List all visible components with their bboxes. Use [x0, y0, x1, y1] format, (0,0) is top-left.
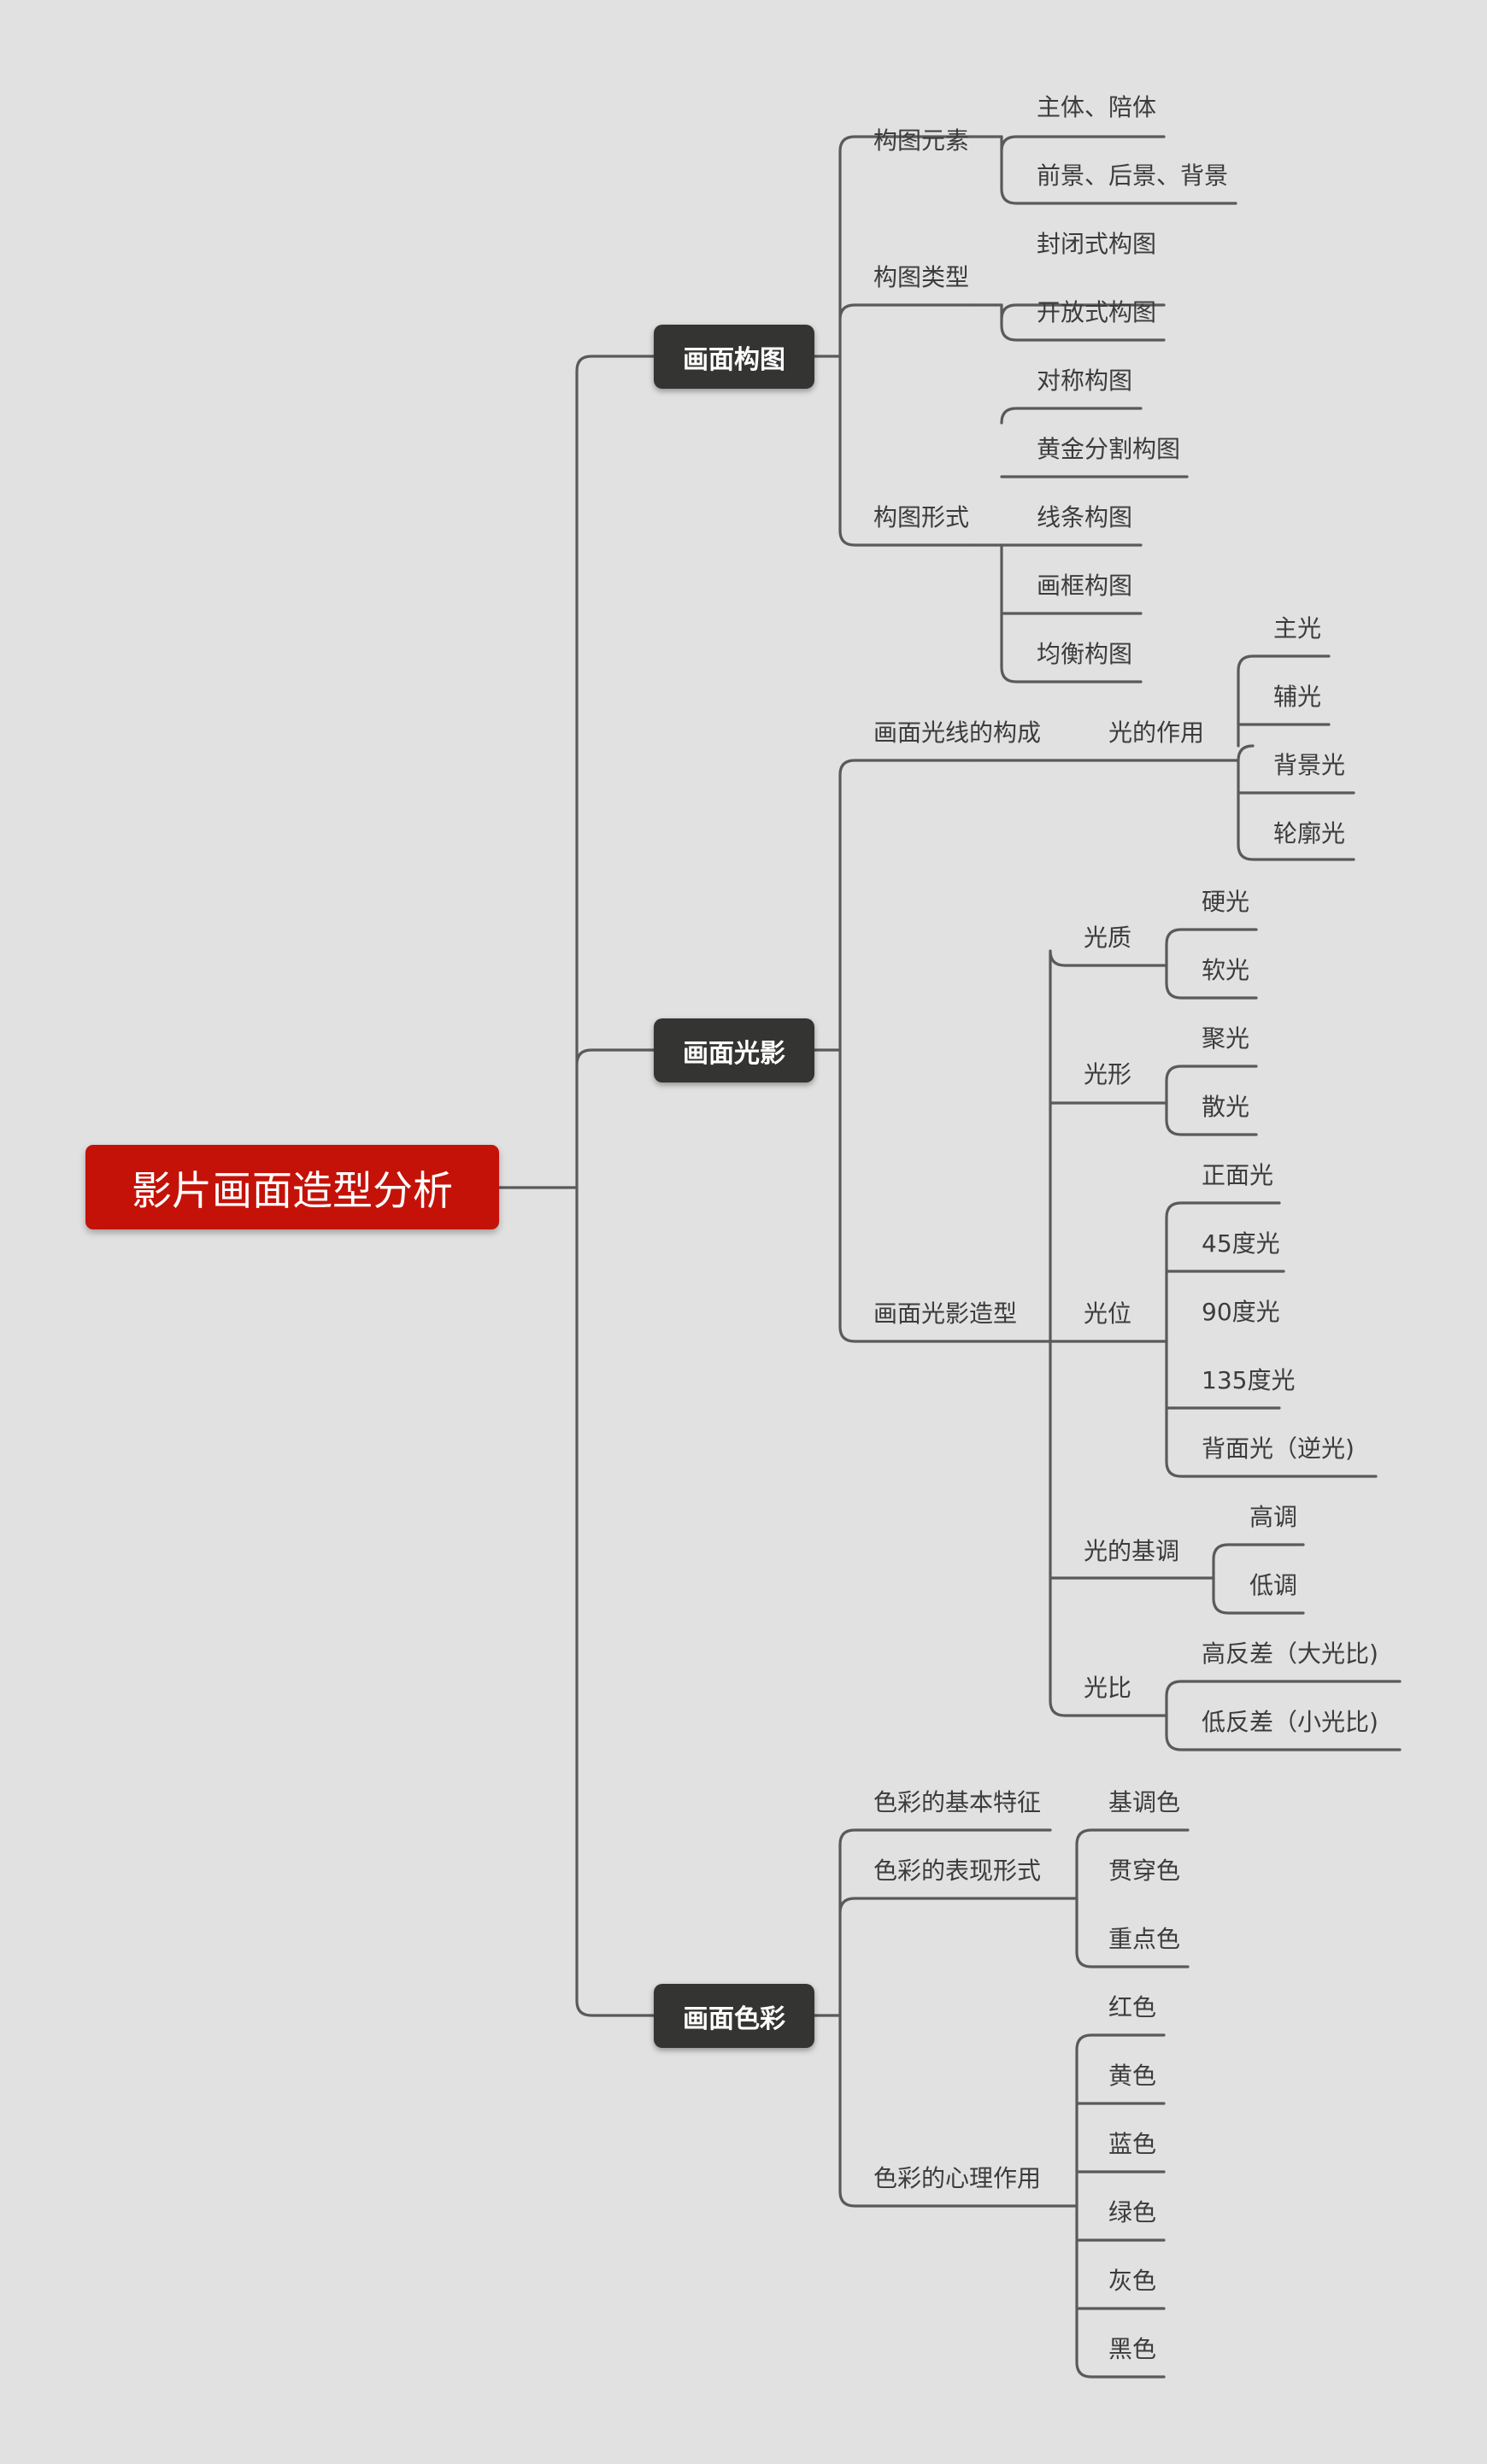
node-gray[interactable]: 灰色	[1108, 2267, 1157, 2295]
branch-composition[interactable]: 画面构图	[654, 325, 814, 389]
node-green[interactable]: 绿色	[1108, 2198, 1157, 2226]
connector-color-children	[838, 1828, 1079, 2208]
node-light-structure[interactable]: 画面光线的构成	[873, 719, 1042, 747]
connector-types	[1000, 303, 1166, 342]
node-golden-ratio[interactable]: 黄金分割构图	[1037, 435, 1181, 463]
node-symmetric[interactable]: 对称构图	[1037, 367, 1133, 395]
node-key-color[interactable]: 基调色	[1108, 1788, 1181, 1816]
connector-tone	[1212, 1543, 1305, 1615]
node-balanced-composition[interactable]: 均衡构图	[1037, 640, 1133, 668]
node-composition-types[interactable]: 构图类型	[873, 263, 970, 291]
connector-forms	[1000, 407, 1189, 683]
node-color-features[interactable]: 色彩的基本特征	[873, 1788, 1042, 1816]
node-subject[interactable]: 主体、陪体	[1037, 93, 1157, 121]
node-light-position[interactable]: 光位	[1084, 1299, 1132, 1328]
node-composition-elements[interactable]: 构图元素	[873, 126, 970, 155]
node-90-degree-light[interactable]: 90度光	[1202, 1298, 1280, 1326]
node-open-composition[interactable]: 开放式构图	[1037, 298, 1157, 326]
node-high-contrast[interactable]: 高反差（大光比)	[1202, 1640, 1378, 1668]
connector-composition-children	[838, 135, 971, 547]
connector-elements	[1000, 135, 1237, 205]
node-fill-light[interactable]: 辅光	[1273, 683, 1322, 711]
connector-light-shaping	[1049, 949, 1215, 1717]
node-composition-forms[interactable]: 构图形式	[873, 503, 970, 531]
node-light-quality[interactable]: 光质	[1084, 924, 1132, 952]
node-line-composition[interactable]: 线条构图	[1037, 503, 1133, 531]
connector-light-roles	[967, 654, 1355, 861]
branch-lighting[interactable]: 画面光影	[654, 1018, 814, 1082]
node-accent-color[interactable]: 重点色	[1108, 1925, 1181, 1953]
node-45-degree-light[interactable]: 45度光	[1202, 1229, 1280, 1258]
node-diffuse-light[interactable]: 散光	[1202, 1093, 1250, 1121]
connector-position	[1165, 1201, 1378, 1478]
connector-lighting-children	[838, 759, 1052, 1343]
node-135-degree-light[interactable]: 135度光	[1202, 1366, 1296, 1394]
node-black[interactable]: 黑色	[1108, 2335, 1157, 2363]
node-blue[interactable]: 蓝色	[1108, 2130, 1157, 2158]
node-light-shape[interactable]: 光形	[1084, 1060, 1132, 1088]
connector-shape	[1165, 1065, 1258, 1136]
node-rim-light[interactable]: 轮廓光	[1273, 819, 1346, 848]
node-spot-light[interactable]: 聚光	[1202, 1024, 1250, 1053]
node-red[interactable]: 红色	[1108, 1993, 1157, 2021]
node-front-light[interactable]: 正面光	[1202, 1161, 1274, 1189]
node-light-shaping[interactable]: 画面光影造型	[873, 1299, 1018, 1328]
node-light-ratio[interactable]: 光比	[1084, 1674, 1132, 1702]
node-light-tone[interactable]: 光的基调	[1084, 1537, 1180, 1565]
node-back-light[interactable]: 背面光（逆光)	[1202, 1434, 1355, 1463]
node-yellow[interactable]: 黄色	[1108, 2062, 1157, 2090]
node-closed-composition[interactable]: 封闭式构图	[1037, 230, 1157, 258]
node-light-roles[interactable]: 光的作用	[1108, 719, 1205, 747]
root-node[interactable]: 影片画面造型分析	[85, 1145, 499, 1229]
connector-contrast	[1165, 1680, 1402, 1751]
node-soft-light[interactable]: 软光	[1202, 956, 1250, 984]
node-color-forms[interactable]: 色彩的表现形式	[873, 1857, 1042, 1885]
node-color-psychology[interactable]: 色彩的心理作用	[873, 2164, 1042, 2192]
node-key-light[interactable]: 主光	[1273, 614, 1322, 642]
node-low-key[interactable]: 低调	[1249, 1571, 1298, 1599]
node-foreground[interactable]: 前景、后景、背景	[1037, 161, 1229, 190]
node-hard-light[interactable]: 硬光	[1202, 888, 1250, 916]
node-low-contrast[interactable]: 低反差（小光比)	[1202, 1708, 1378, 1736]
connector-quality	[1165, 928, 1258, 1000]
node-background-light[interactable]: 背景光	[1273, 751, 1346, 779]
connector-color-psych	[1075, 2033, 1166, 2379]
branch-color[interactable]: 画面色彩	[654, 1984, 814, 2048]
node-high-key[interactable]: 高调	[1249, 1503, 1298, 1531]
connector-root-branches	[575, 355, 655, 2017]
node-through-color[interactable]: 贯穿色	[1108, 1857, 1181, 1885]
connector-color-forms	[1075, 1828, 1190, 1968]
node-frame-composition[interactable]: 画框构图	[1037, 572, 1133, 600]
